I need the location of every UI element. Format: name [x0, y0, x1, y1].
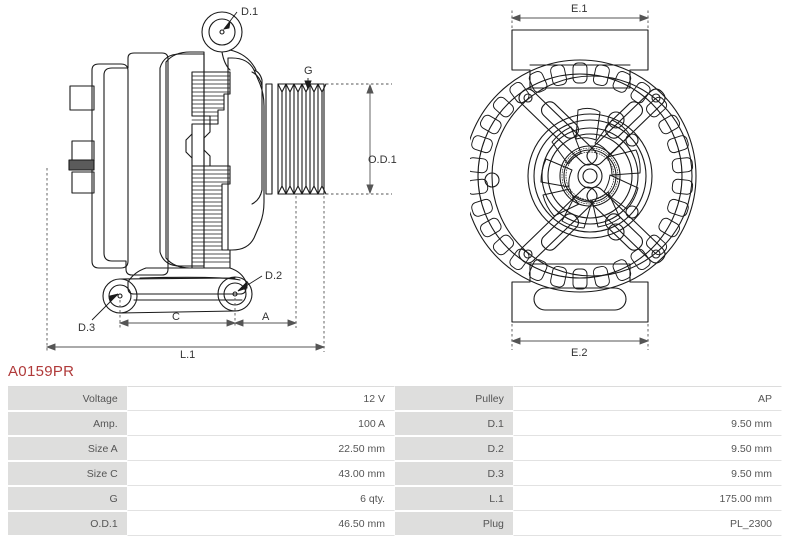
table-row: Voltage 12 V Pulley AP — [8, 386, 782, 411]
spec-label-od1: O.D.1 — [8, 511, 127, 536]
table-row: Size C 43.00 mm D.3 9.50 mm — [8, 461, 782, 486]
spec-label-l1: L.1 — [395, 486, 513, 511]
specification-table-body: Voltage 12 V Pulley AP Amp. 100 A D.1 9.… — [8, 386, 782, 536]
spec-value-pulley: AP — [512, 386, 782, 411]
spec-value-l1: 175.00 mm — [512, 486, 782, 511]
spec-label-d1: D.1 — [395, 411, 513, 436]
spec-value-plug: PL_2300 — [512, 511, 782, 536]
spec-value-d2: 9.50 mm — [512, 436, 782, 461]
callout-d3: D.3 — [78, 322, 95, 334]
part-number-title: A0159PR — [8, 363, 75, 380]
callout-od1: O.D.1 — [368, 154, 397, 166]
spec-label-amp: Amp. — [8, 411, 127, 436]
callout-e1: E.1 — [571, 3, 588, 15]
spec-value-size-c: 43.00 mm — [126, 461, 396, 486]
table-row: O.D.1 46.50 mm Plug PL_2300 — [8, 511, 782, 536]
callout-e2: E.2 — [571, 347, 588, 358]
spec-value-amp: 100 A — [126, 411, 396, 436]
spec-label-plug: Plug — [395, 511, 513, 536]
spec-value-d1: 9.50 mm — [512, 411, 782, 436]
callout-a: A — [262, 311, 270, 323]
callout-c: C — [172, 311, 180, 323]
alternator-side-view-drawing: D.1 D.2 D.3 G O.D.1 C A L.1 — [0, 0, 470, 358]
spec-label-d2: D.2 — [395, 436, 513, 461]
callout-g: G — [304, 65, 313, 77]
table-row: Size A 22.50 mm D.2 9.50 mm — [8, 436, 782, 461]
spec-value-voltage: 12 V — [126, 386, 396, 411]
spec-label-d3: D.3 — [395, 461, 513, 486]
spec-value-od1: 46.50 mm — [126, 511, 396, 536]
table-row: Amp. 100 A D.1 9.50 mm — [8, 411, 782, 436]
alternator-end-view-drawing: E.1 E.2 — [470, 0, 790, 358]
callout-d1: D.1 — [241, 6, 258, 18]
spec-label-size-a: Size A — [8, 436, 127, 461]
callout-l1: L.1 — [180, 349, 195, 358]
spec-label-voltage: Voltage — [8, 386, 127, 411]
spec-label-pulley: Pulley — [395, 386, 513, 411]
spec-label-size-c: Size C — [8, 461, 127, 486]
spec-label-g: G — [8, 486, 127, 511]
callout-d2: D.2 — [265, 270, 282, 282]
table-row: G 6 qty. L.1 175.00 mm — [8, 486, 782, 511]
spec-value-size-a: 22.50 mm — [126, 436, 396, 461]
specification-table: Voltage 12 V Pulley AP Amp. 100 A D.1 9.… — [8, 386, 782, 536]
spec-value-d3: 9.50 mm — [512, 461, 782, 486]
technical-drawings: D.1 D.2 D.3 G O.D.1 C A L.1 — [0, 0, 790, 358]
spec-value-g: 6 qty. — [126, 486, 396, 511]
